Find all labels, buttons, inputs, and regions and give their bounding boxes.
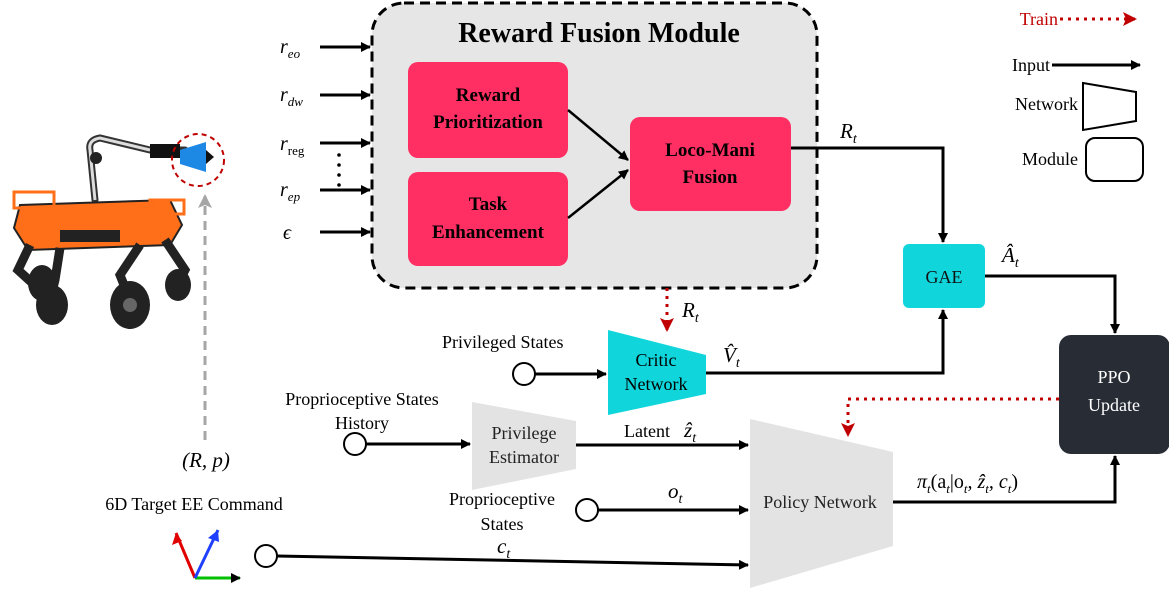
reward-prioritization-box xyxy=(408,62,568,158)
ppo-update-box xyxy=(1059,335,1169,454)
reward-input-ep: rep xyxy=(280,179,301,204)
task-to-fusion-arrow xyxy=(567,169,629,219)
robot-illustration xyxy=(12,133,225,329)
proprio-line1: Proprioceptive xyxy=(449,489,555,509)
privilege-estimator-shape xyxy=(472,402,576,490)
rp-label: (R, p) xyxy=(182,448,230,472)
rt-to-gae-arrow xyxy=(791,146,948,243)
rt-label-top: Rt xyxy=(839,119,858,147)
loco-mani-line2: Fusion xyxy=(683,167,738,188)
v-hat-arrow xyxy=(706,309,948,375)
z-hat-label: ẑt xyxy=(683,418,697,446)
reward-input-eo: reo xyxy=(280,36,301,61)
proprio-history-node xyxy=(343,432,367,456)
critic-line2: Network xyxy=(625,374,688,394)
loco-mani-line1: Loco-Mani xyxy=(665,140,755,161)
legend-network-label: Network xyxy=(1015,94,1078,114)
legend-input-label: Input xyxy=(1012,55,1050,75)
proprio-history-line2: History xyxy=(335,413,389,433)
v-hat-label: V̂t xyxy=(723,343,741,371)
legend-module-label: Module xyxy=(1022,149,1078,169)
proprio-states-node xyxy=(575,498,599,522)
proprio-line2: States xyxy=(481,514,524,534)
reward-input-dw: rdw xyxy=(280,84,303,109)
task-enhancement-box xyxy=(408,172,568,266)
a-hat-label: Ât xyxy=(1000,243,1020,271)
reward-input-epsilon: ϵ xyxy=(283,222,292,244)
legend-module-icon xyxy=(1085,137,1144,182)
policy-to-ppo-arrow xyxy=(893,455,1120,504)
command-label: 6D Target EE Command xyxy=(105,494,283,514)
estimator-line1: Privilege xyxy=(492,423,557,443)
rt-label-train: Rt xyxy=(681,298,700,326)
ct-arrow xyxy=(276,554,749,570)
latent-label: Latent xyxy=(624,421,670,441)
train-policy-arrow xyxy=(841,397,1059,437)
reward-input-arrows xyxy=(320,42,371,237)
legend-network-icon xyxy=(1082,81,1137,132)
task-enhancement-line2: Enhancement xyxy=(432,222,545,243)
ppo-line1: PPO xyxy=(1097,367,1130,387)
critic-network-shape xyxy=(608,330,706,415)
ct-label: ct xyxy=(497,534,511,562)
loco-mani-fusion-box xyxy=(630,117,791,211)
privileged-states-label: Privileged States xyxy=(442,332,563,352)
gae-box xyxy=(903,244,985,308)
critic-line1: Critic xyxy=(636,350,677,370)
ot-label: ot xyxy=(668,479,684,507)
module-title: Reward Fusion Module xyxy=(458,18,740,49)
policy-network-shape xyxy=(750,419,893,588)
ppo-line2: Update xyxy=(1088,395,1140,415)
legend xyxy=(1052,12,1144,182)
a-hat-arrow xyxy=(985,274,1120,334)
ellipsis-dots xyxy=(337,153,341,187)
ee-target-circle xyxy=(171,133,225,187)
gae-label: GAE xyxy=(926,267,963,287)
policy-label: Policy Network xyxy=(763,492,876,512)
privileged-states-node xyxy=(512,362,536,386)
policy-output-label: πt(at|ot, ẑt, ct) xyxy=(917,471,1018,496)
legend-train-label: Train xyxy=(1020,9,1058,29)
reward-input-reg: rreg xyxy=(280,133,305,158)
proprio-history-line1: Proprioceptive States xyxy=(285,389,438,409)
reward-prioritization-line2: Prioritization xyxy=(433,112,543,133)
axes-icon xyxy=(172,529,241,583)
reward-prioritization-line1: Reward xyxy=(456,85,521,106)
prio-to-fusion-arrow xyxy=(567,109,629,161)
task-enhancement-line1: Task xyxy=(469,194,508,215)
command-node xyxy=(254,544,278,568)
estimator-line2: Estimator xyxy=(489,447,559,467)
